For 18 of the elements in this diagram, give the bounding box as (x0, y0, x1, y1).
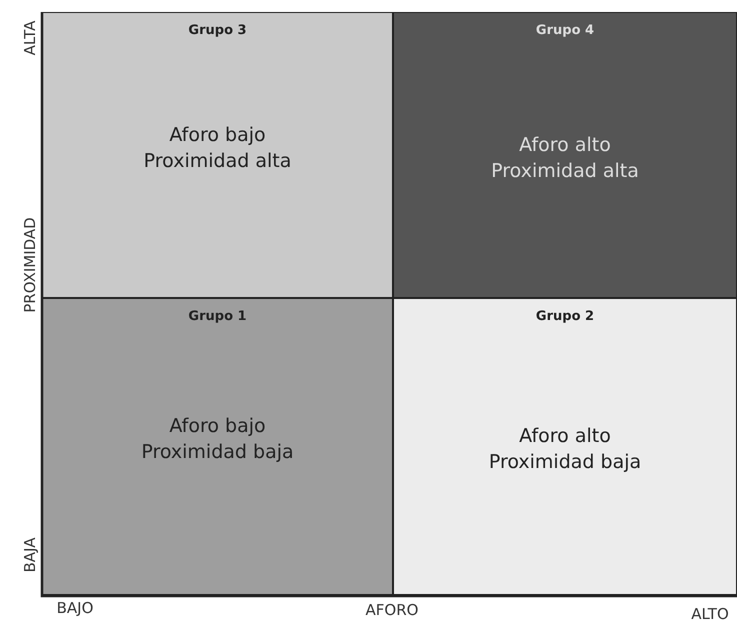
group-title: Grupo 1 (187, 309, 248, 324)
group-description: Aforo bajo Proximidad baja (140, 414, 295, 465)
quadrant-panel (42, 298, 393, 595)
quadrant-panel (393, 298, 737, 595)
group-title: Grupo 3 (187, 23, 248, 38)
axis-label: ALTO (691, 605, 729, 623)
group-description: Aforo alto Proximidad baja (488, 424, 642, 475)
group-description: Aforo alto Proximidad alta (490, 133, 640, 184)
axis-label: ALTA (21, 20, 39, 56)
group-description: Aforo bajo Proximidad alta (142, 123, 292, 174)
group-title: Grupo 2 (534, 309, 596, 324)
group-title: Grupo 4 (534, 23, 596, 38)
quadrant-panel (42, 12, 393, 298)
quadrant-panel (393, 12, 737, 298)
axis-label: BAJA (21, 538, 39, 572)
axis-label: BAJO (56, 599, 94, 617)
axis-label: AFORO (366, 601, 418, 619)
axis-label: PROXIMIDAD (21, 217, 39, 313)
